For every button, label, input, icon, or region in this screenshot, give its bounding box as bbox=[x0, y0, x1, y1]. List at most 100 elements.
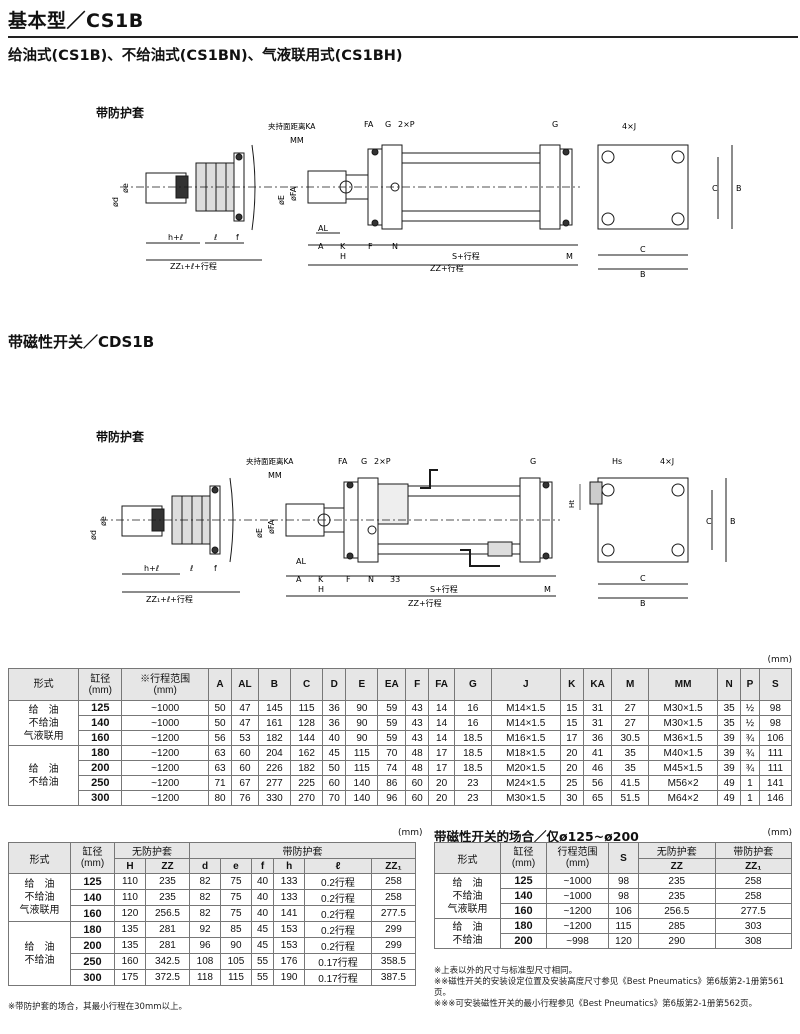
table-cell: 40 bbox=[250, 889, 275, 906]
table-cell: 51.5 bbox=[611, 790, 650, 806]
drawing-cs1b: øe ød h+ℓ ℓ f ZZ₁+ℓ+行程 夹持面距离KA MM FA G 2… bbox=[111, 120, 742, 279]
label-fa: FA bbox=[364, 120, 374, 129]
table-cell: 300 bbox=[70, 969, 115, 986]
table-cell: ¾ bbox=[740, 760, 760, 776]
table-cell: 135 bbox=[114, 937, 146, 954]
table-cell: 20 bbox=[559, 745, 584, 761]
table-cell: 35 bbox=[611, 745, 650, 761]
label2-m: M bbox=[544, 585, 551, 594]
table-cell: 98 bbox=[758, 700, 793, 716]
label2-hl: h+ℓ bbox=[144, 564, 159, 573]
label2-al: AL bbox=[296, 557, 306, 566]
table-cell: 40 bbox=[250, 905, 275, 922]
label-al: AL bbox=[318, 224, 328, 233]
table-cell: 133 bbox=[273, 889, 306, 906]
table-cell: 82 bbox=[189, 873, 221, 890]
t1-header-cell: KA bbox=[582, 668, 613, 701]
table-cell: 0.2行程 bbox=[304, 873, 372, 890]
label-mm: MM bbox=[290, 136, 304, 145]
t3-head-with-boot: 带防护套 bbox=[714, 842, 792, 859]
table3-title: 带磁性开关的场合／仅ø125~ø200 bbox=[434, 829, 639, 844]
label-k: K bbox=[340, 242, 346, 251]
table-cell: 35 bbox=[611, 760, 650, 776]
t2-head-with-boot: 带防护套 bbox=[189, 842, 416, 859]
table-cell: ~1200 bbox=[121, 790, 209, 806]
t2-subheader-cell: ZZ bbox=[144, 858, 191, 874]
table-cell: 98 bbox=[608, 873, 639, 889]
table-cell: 16 bbox=[454, 700, 492, 716]
table-cell: 60 bbox=[322, 775, 347, 791]
table-cell: 140 bbox=[500, 888, 547, 904]
table-cell: 36 bbox=[582, 730, 613, 746]
table-cell: 358.5 bbox=[370, 953, 417, 970]
table-cell: ~1000 bbox=[121, 715, 209, 731]
table-cell: 80 bbox=[207, 790, 233, 806]
table-cell: M40×1.5 bbox=[648, 745, 719, 761]
table-cell: 250 bbox=[70, 953, 115, 970]
table-cell: 125 bbox=[78, 700, 123, 716]
label2-ed: ød bbox=[89, 530, 98, 540]
label2-fa: FA bbox=[338, 457, 348, 466]
label2-ee: øe bbox=[99, 516, 108, 526]
table-cell: 110 bbox=[114, 873, 146, 890]
table-cell: 256.5 bbox=[638, 903, 716, 919]
table-cell: 23 bbox=[454, 790, 492, 806]
table-cell: ~1200 bbox=[546, 918, 609, 934]
type-group-cell: 给 油 不给油 气液联用 bbox=[7, 700, 80, 746]
type-group-cell: 给 油 不给油 bbox=[434, 918, 501, 949]
t2-subheader-cell: ℓ bbox=[304, 858, 372, 874]
t1-header-cell: J bbox=[490, 668, 561, 701]
table-cell: 50 bbox=[207, 700, 233, 716]
table-cell: ~1200 bbox=[121, 730, 209, 746]
table-cell: 56 bbox=[207, 730, 233, 746]
table-cell: 41 bbox=[582, 745, 613, 761]
table-cell: 27 bbox=[611, 700, 650, 716]
table-cell: ¾ bbox=[740, 730, 760, 746]
switch-end-view bbox=[589, 481, 603, 505]
table2-unit: (mm) bbox=[398, 828, 423, 838]
table-cell: 75 bbox=[219, 873, 252, 890]
table-cell: 182 bbox=[289, 760, 324, 776]
table-cell: ~1000 bbox=[121, 700, 209, 716]
table-cell: 115 bbox=[219, 969, 252, 986]
table-cell: M20×1.5 bbox=[490, 760, 561, 776]
table-cell: 235 bbox=[144, 873, 191, 890]
table-cell: 281 bbox=[144, 921, 191, 938]
page-subtitle: 给油式(CS1B)、不给油式(CS1BN)、气液联用式(CS1BH) bbox=[8, 48, 403, 64]
table-cell: 161 bbox=[257, 715, 292, 731]
label-c-right: C bbox=[712, 184, 718, 193]
table-cell: 70 bbox=[322, 790, 347, 806]
table-cell: ~1200 bbox=[121, 760, 209, 776]
t3-head-type: 形式 bbox=[434, 842, 501, 874]
label2-zz-stroke: ZZ+行程 bbox=[408, 598, 442, 608]
label-f2: f bbox=[236, 233, 239, 242]
table-cell: 59 bbox=[377, 700, 407, 716]
table-cell: 50 bbox=[207, 715, 233, 731]
table-cell: 180 bbox=[500, 918, 547, 934]
table-cell: 256.5 bbox=[144, 905, 191, 922]
table-cell: 90 bbox=[345, 715, 379, 731]
label2-b-right: B bbox=[730, 517, 736, 526]
label2-p2: 2×P bbox=[374, 457, 391, 466]
table-cell: 35 bbox=[717, 700, 742, 716]
table-cell: 45 bbox=[250, 937, 275, 954]
label-s-stroke: S+行程 bbox=[452, 251, 480, 261]
table2-note: ※带防护套的场合，其最小行程在30mm以上。 bbox=[8, 1002, 187, 1012]
label-f: F bbox=[368, 242, 373, 251]
table-cell: 16 bbox=[454, 715, 492, 731]
t1-header-cell: E bbox=[345, 668, 379, 701]
section-title-cds1b: 带磁性开关／CDS1B bbox=[8, 333, 155, 351]
table-cell: 144 bbox=[289, 730, 324, 746]
table3-notes: ※上表以外的尺寸与标准型尺寸相同。※※磁性开关的安装设定位置及安装高度尺寸参见《… bbox=[434, 966, 792, 1010]
label2-e-big: øE bbox=[255, 528, 264, 538]
label2-l: ℓ bbox=[189, 564, 193, 573]
drawing-cds1b: øe ød h+ℓ ℓ f ZZ₁+ℓ+行程 夹持面距离KA MM FA G 2… bbox=[89, 456, 736, 608]
t3-head-zz: ZZ bbox=[638, 858, 716, 874]
label-p2: 2×P bbox=[398, 120, 415, 129]
label2-f2: f bbox=[214, 564, 217, 573]
